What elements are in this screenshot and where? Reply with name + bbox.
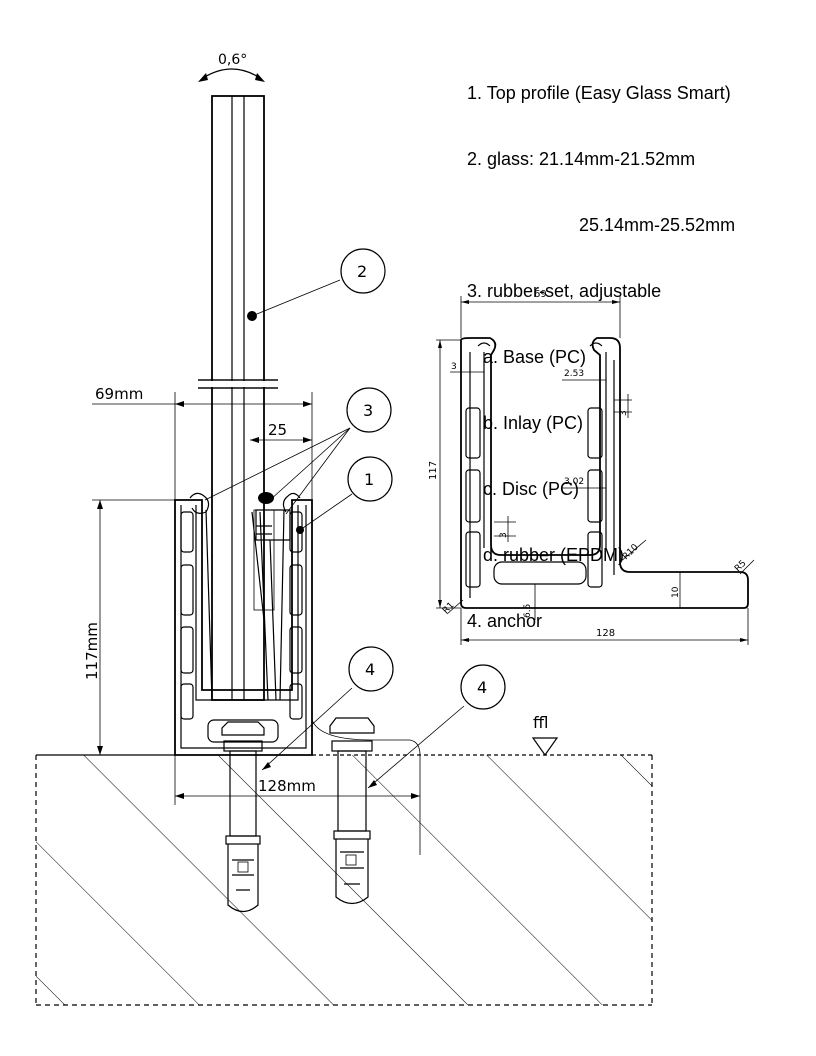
legend-item-inlay: b. Inlay (PC)	[483, 413, 584, 433]
callout-4-left: 4	[365, 660, 375, 679]
glass-panel	[198, 95, 278, 701]
profile-wall-3-bottom: 3	[499, 532, 509, 538]
profile-wall-3-right: 3	[619, 410, 629, 416]
profile-dim-128: 128	[596, 628, 615, 639]
profile-dim-6-5: 6.5	[523, 604, 533, 618]
profile-detail	[460, 337, 749, 609]
angle-label: 0,6°	[218, 52, 247, 68]
anchor-right	[329, 717, 375, 905]
legend-item-top-profile: 1. Top profile (Easy Glass Smart)	[467, 83, 731, 103]
callout-3: 3	[363, 401, 373, 420]
profile-wall-3-02: 3.02	[564, 477, 584, 487]
callout-1: 1	[364, 470, 374, 489]
dim-25: 25	[268, 421, 287, 439]
legend-item-anchor: 4. anchor	[467, 611, 543, 631]
floor-level-marker: ffl	[531, 713, 559, 757]
dim-117mm: 117mm	[83, 622, 101, 680]
dim-69mm: 69mm	[95, 385, 143, 403]
callout-4-right: 4	[477, 678, 487, 697]
callouts: 2 3 1 4 4	[204, 248, 506, 789]
profile-dim-117: 117	[428, 461, 439, 480]
profile-dim-10: 10	[671, 586, 681, 598]
anchor-left	[221, 721, 265, 913]
parts-legend: 1. Top profile (Easy Glass Smart) 2. gla…	[467, 38, 735, 654]
concrete-slab	[35, 754, 653, 1006]
profile-r1: R1	[441, 601, 457, 617]
profile-dim-69: 69	[534, 289, 547, 300]
legend-item-rubber-set: 3. rubber-set, adjustable	[467, 281, 662, 301]
ffl-label: ffl	[533, 713, 548, 732]
legend-item-disc: c. Disc (PC)	[483, 479, 579, 499]
profile-dimensions: 69 128 117 3 2.53 3 3.02 3	[428, 289, 755, 645]
profile-r10: R10	[621, 542, 641, 562]
profile-wall-3-left: 3	[451, 362, 457, 372]
rubber-set	[247, 311, 304, 701]
anchor-outline	[311, 719, 421, 756]
main-dimensions: 0,6° 69mm 25 117mm 128mm	[83, 52, 421, 855]
legend-item-glass: 2. glass: 21.14mm-21.52mm	[467, 149, 696, 169]
legend-item-glass-alt: 25.14mm-25.52mm	[579, 215, 736, 235]
callout-2: 2	[357, 262, 367, 281]
dim-128mm: 128mm	[258, 777, 316, 795]
profile-wall-2-53: 2.53	[564, 369, 584, 379]
